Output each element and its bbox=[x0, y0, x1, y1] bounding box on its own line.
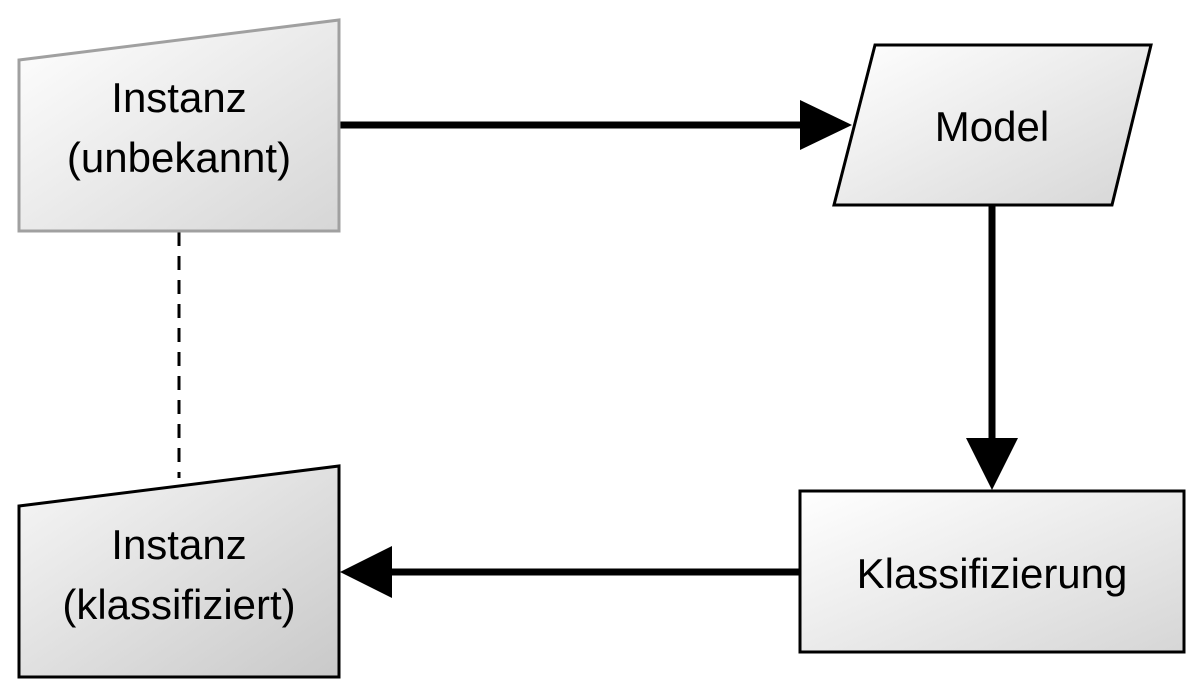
arrow-classification-to-instance bbox=[340, 546, 800, 598]
process-rect-shape bbox=[798, 489, 1186, 654]
node-instance-classified-line1: Instanz bbox=[111, 521, 246, 568]
manual-input-shape bbox=[17, 464, 341, 679]
parallelogram-shape bbox=[832, 43, 1153, 207]
node-classification: Klassifizierung bbox=[798, 489, 1186, 654]
node-model: Model bbox=[832, 43, 1153, 207]
node-instance-classified-line2: (klassifiziert) bbox=[62, 581, 295, 628]
node-model-label: Model bbox=[935, 103, 1049, 150]
node-instance-unknown: Instanz (unbekannt) bbox=[17, 18, 341, 233]
node-classification-label: Klassifizierung bbox=[857, 550, 1128, 597]
node-instance-classified: Instanz (klassifiziert) bbox=[17, 464, 341, 679]
manual-input-shape bbox=[17, 18, 341, 233]
arrow-instance-to-model bbox=[340, 100, 852, 150]
arrow-model-to-classification bbox=[966, 206, 1018, 490]
node-instance-unknown-line1: Instanz bbox=[111, 74, 246, 121]
node-instance-unknown-line2: (unbekannt) bbox=[67, 134, 291, 181]
